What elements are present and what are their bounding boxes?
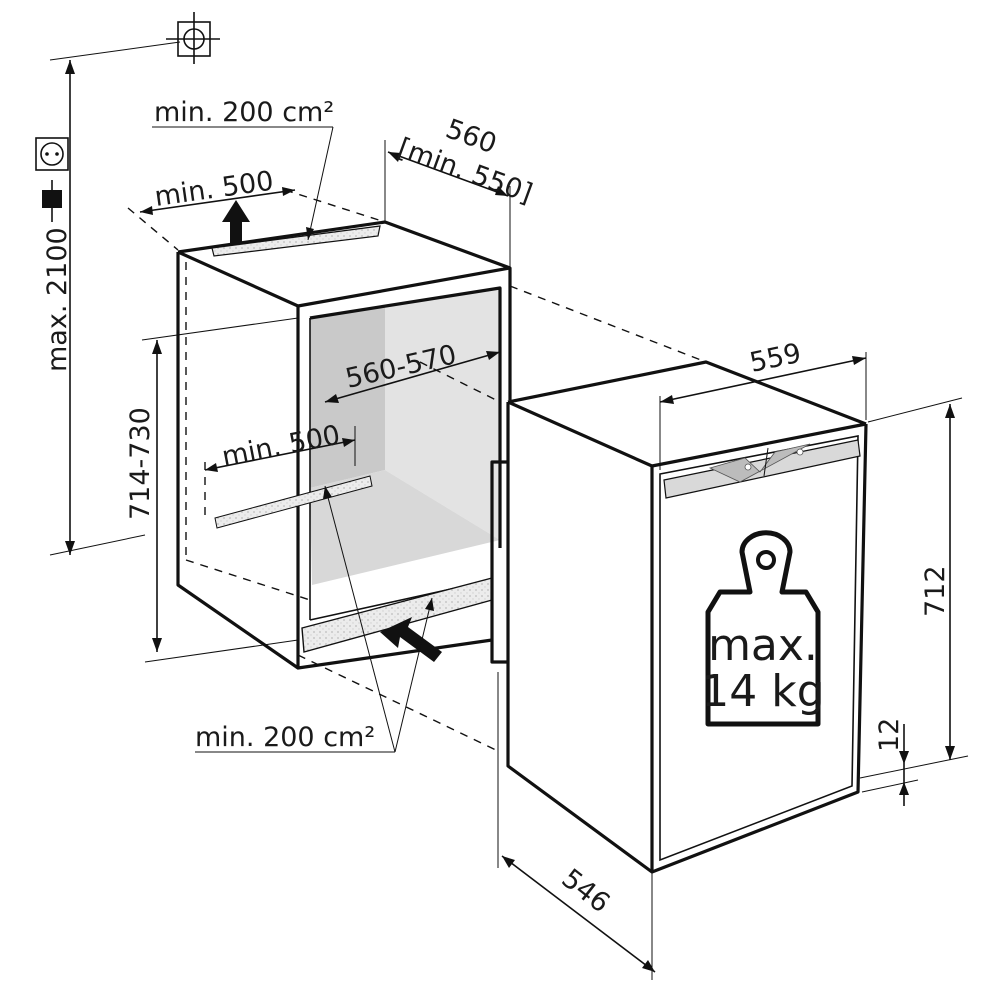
plinth-gap-label: 12 [874,718,905,752]
vent-grille-floor [214,475,373,529]
max-height-label: max. 2100 [42,227,73,372]
vent-bottom-label: min. 200 cm² [195,722,375,753]
vent-top-dimension: min. 200 cm² [152,97,334,241]
max-height-dimension: max. 2100 [42,60,146,556]
appliance-depth-label: 546 [556,863,616,919]
plinth-gap-dimension: 12 [861,718,919,806]
projection-line-top [509,285,707,363]
load-limit-line2: 14 kg [701,666,824,717]
airflow-up-arrow-icon [222,200,250,244]
load-limit-line1: max. [708,620,818,671]
depth-top-label: min. 500 [153,166,276,213]
reference-line-top [49,41,181,61]
appliance-height-dimension: 712 [859,397,969,779]
niche-height-label: 714-730 [125,407,156,520]
airflow-in-arrow-icon [380,617,442,662]
projection-line-bottom [297,654,501,753]
vent-bottom-dimension: min. 200 cm² [195,485,434,753]
power-plug-icon [42,180,62,222]
vent-top-label: min. 200 cm² [154,97,334,128]
niche-cabinet [176,220,512,670]
weight-icon [705,530,821,727]
outer-width-dimension: 560 [min. 550] [384,113,536,268]
control-panel [663,439,861,499]
power-socket-icon [35,137,69,171]
appliance-depth-dimension: 546 [497,672,656,980]
niche-height-dimension: 714-730 [125,340,299,663]
crosshair-icon [166,12,220,64]
vent-grille-top [211,225,381,257]
appliance-height-label: 712 [920,565,951,617]
